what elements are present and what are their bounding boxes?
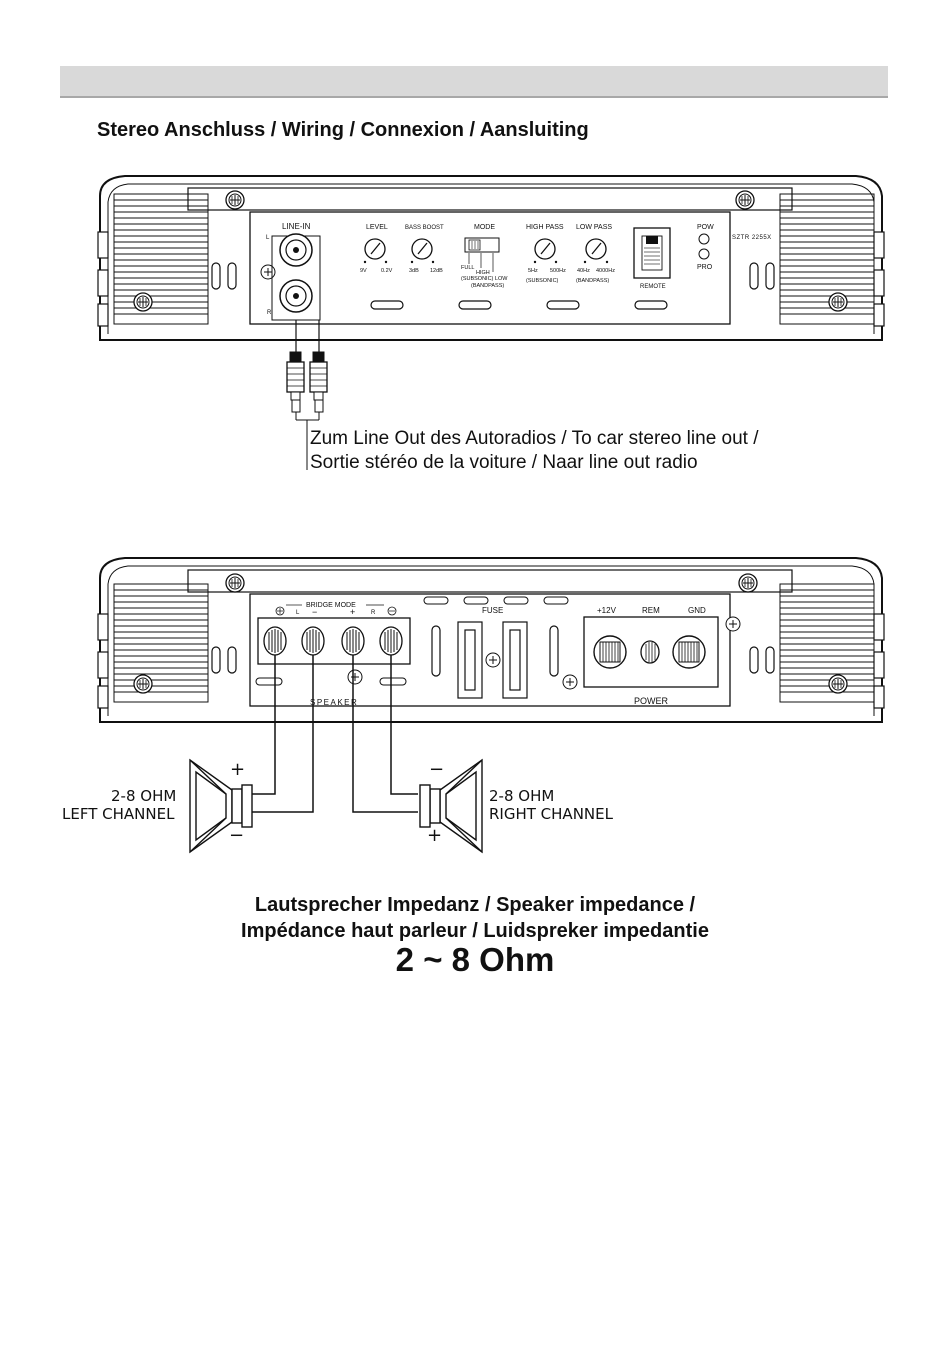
left-channel-label: LEFT CHANNEL [62,805,175,823]
terminal-right-minus[interactable] [379,626,403,656]
mode-subsonic-low: (SUBSONIC) LOW [461,276,508,282]
right-jack-label: R [267,310,272,316]
bass-boost-knob-icon[interactable] [411,238,433,260]
level-max: 0.2V [381,268,393,274]
level-label: LEVEL [366,224,388,231]
mode-full: FULL [461,265,474,271]
pow-label: POW [697,224,714,231]
amplifier-top-panel: LINE-IN L R LEVEL 9V 0.2V BASS BOOST 3dB… [97,175,885,341]
power-terminal-gnd[interactable] [672,635,706,669]
right-plus-label: + [350,607,355,617]
bass-boost-label: BASS BOOST [405,225,444,231]
right-ohm-label: 2-8 OHM [489,787,555,805]
caption-line-2: Sortie stéréo de la voiture / Naar line … [310,452,698,473]
section-title: Stereo Anschluss / Wiring / Connexion / … [97,119,589,141]
mode-bandpass: (BANDPASS) [471,283,504,289]
speaker-label: SPEAKER [310,698,358,707]
rem-label: REM [642,606,660,615]
power-label: POWER [634,696,669,706]
low-pass-label: LOW PASS [576,224,612,231]
power-terminal-12v[interactable] [593,635,627,669]
left-plus-sign: + [230,759,246,780]
low-pass-knob-icon[interactable] [585,238,607,260]
header-bar [60,66,888,98]
right-minus-sign: − [429,759,445,780]
pro-label: PRO [697,264,713,271]
speaker-wires [252,655,418,813]
gnd-label: GND [688,606,706,615]
fuse-label: FUSE [482,606,503,615]
terminal-right-plus[interactable] [341,626,365,656]
right-speaker-icon [419,758,483,854]
impedance-title-line-2: Impédance haut parleur / Luidspreker imp… [241,920,709,942]
level-knob-icon[interactable] [364,238,386,260]
left-minus-sign: − [229,825,245,846]
high-pass-knob-icon[interactable] [534,238,556,260]
bridge-mode-label: BRIDGE MODE [306,602,356,609]
line-in-label: LINE-IN [282,222,311,231]
right-plus-sign: + [427,825,443,846]
terminal-left-minus[interactable] [301,626,325,656]
bridge-right-label: R [371,610,376,616]
model-label: SZTR 2255X [732,235,772,241]
left-jack-label: L [266,235,270,241]
remote-label: REMOTE [640,284,666,290]
mode-label: MODE [474,224,495,231]
mode-high: HIGH [476,270,490,276]
bass-max: 12dB [430,268,443,274]
amplifier-bottom-panel: BRIDGE MODE L − + R SPEAKER FUSE [97,557,885,723]
hp-subsonic: (SUBSONIC) [526,278,559,284]
power-terminal-rem[interactable] [640,640,660,664]
lp-min: 40Hz [577,268,590,274]
caption-line-1: Zum Line Out des Autoradios / To car ste… [310,428,759,449]
impedance-value: 2 ~ 8 Ohm [395,941,555,978]
left-ohm-label: 2-8 OHM [111,787,177,805]
bass-min: 3dB [409,268,419,274]
left-minus-label: − [312,607,317,617]
impedance-title: Lautsprecher Impedanz / Speaker impedanc… [0,892,950,944]
high-pass-label: HIGH PASS [526,224,564,231]
rca-cable [286,320,328,470]
hp-max: 500Hz [550,268,566,274]
lp-bandpass: (BANDPASS) [576,278,609,284]
hp-min: 5Hz [528,268,538,274]
pro-led [698,248,710,260]
bridge-left-label: L [296,610,300,616]
impedance-title-line-1: Lautsprecher Impedanz / Speaker impedanc… [254,894,696,916]
left-speaker-icon [189,758,253,854]
lp-max: 4000Hz [596,268,615,274]
v12-label: +12V [597,606,617,615]
pow-led [698,233,710,245]
right-channel-label: RIGHT CHANNEL [489,805,613,823]
terminal-left-plus[interactable] [263,626,287,656]
line-out-caption: Zum Line Out des Autoradios / To car ste… [310,427,759,475]
level-min: 9V [360,268,367,274]
